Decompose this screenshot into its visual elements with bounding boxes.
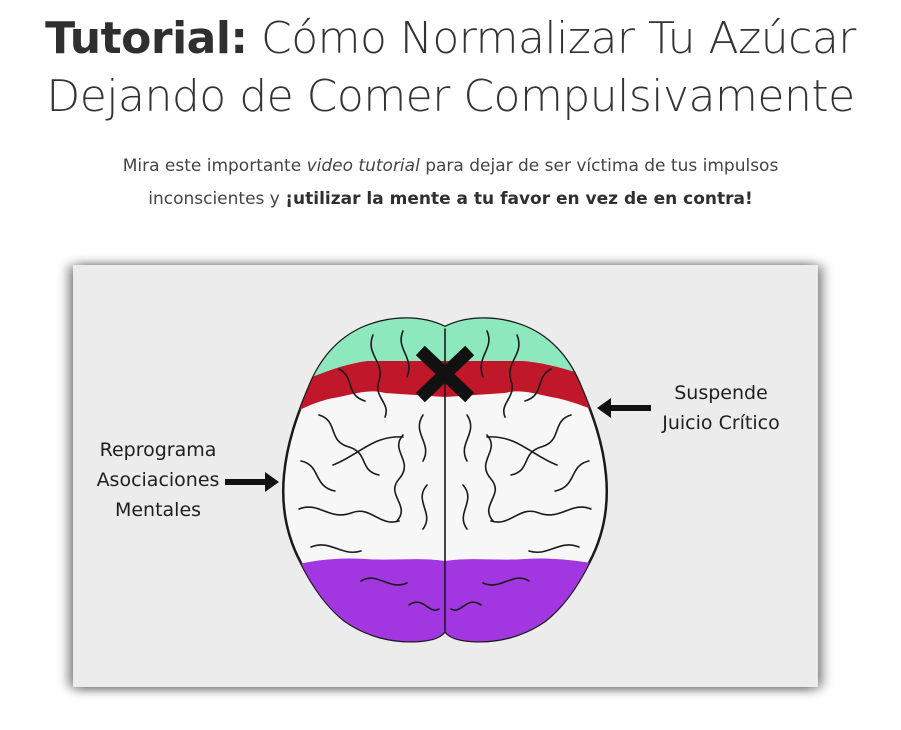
label-left-line3: Mentales	[114, 499, 202, 521]
brain-folds	[298, 328, 592, 632]
arrow-left-icon	[597, 398, 651, 418]
label-left-line2: Asociaciones	[96, 469, 220, 491]
intro-part1: Mira este importante	[122, 156, 307, 176]
brain-illustration	[225, 317, 651, 643]
occipital-purple-region	[283, 558, 607, 642]
title-line2: Dejando de Comer Compulsivamente	[46, 71, 855, 122]
page-title: Tutorial: Cómo Normalizar Tu Azúcar Deja…	[0, 10, 901, 126]
arrow-right-icon	[225, 472, 279, 492]
label-right-line1: Suspende	[674, 382, 768, 404]
label-suspende: Suspende Juicio Crítico	[641, 378, 801, 438]
cross-mark-icon	[415, 345, 475, 403]
intro-strong: ¡utilizar la mente a tu favor en vez de …	[285, 189, 753, 209]
video-player[interactable]: Reprograma Asociaciones Mentales Suspend…	[73, 265, 818, 687]
label-reprograma: Reprograma Asociaciones Mentales	[83, 435, 233, 525]
label-right-line2: Juicio Crítico	[662, 412, 780, 434]
intro-part2: para dejar de ser víctima de tus impulso…	[148, 156, 779, 209]
intro-emphasis: video tutorial	[306, 156, 420, 176]
title-line1: Cómo Normalizar Tu Azúcar	[247, 13, 856, 64]
title-bold: Tutorial:	[45, 13, 248, 64]
label-left-line1: Reprograma	[99, 439, 217, 461]
intro-text: Mira este importante video tutorial para…	[80, 150, 821, 216]
